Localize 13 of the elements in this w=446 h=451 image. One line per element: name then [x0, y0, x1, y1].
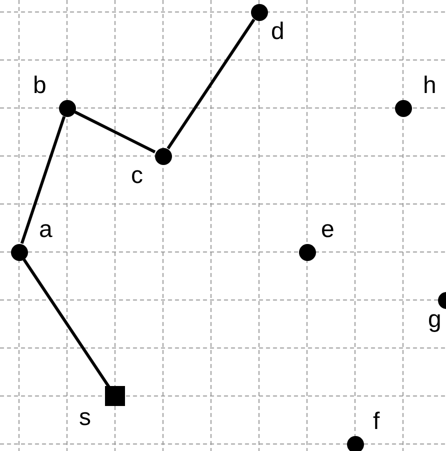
connector-line [74, 110, 156, 154]
point-label: h [423, 74, 436, 98]
point-label: c [131, 164, 143, 188]
point-label: d [271, 20, 284, 44]
point-label: a [39, 218, 52, 242]
point-label: e [321, 218, 334, 242]
point-label: f [373, 410, 380, 434]
connector-line [20, 116, 66, 244]
point-label: b [33, 74, 46, 98]
point-label: g [428, 308, 442, 332]
connector-line [166, 18, 256, 150]
point-label: s [79, 406, 91, 430]
square-point [105, 386, 125, 406]
